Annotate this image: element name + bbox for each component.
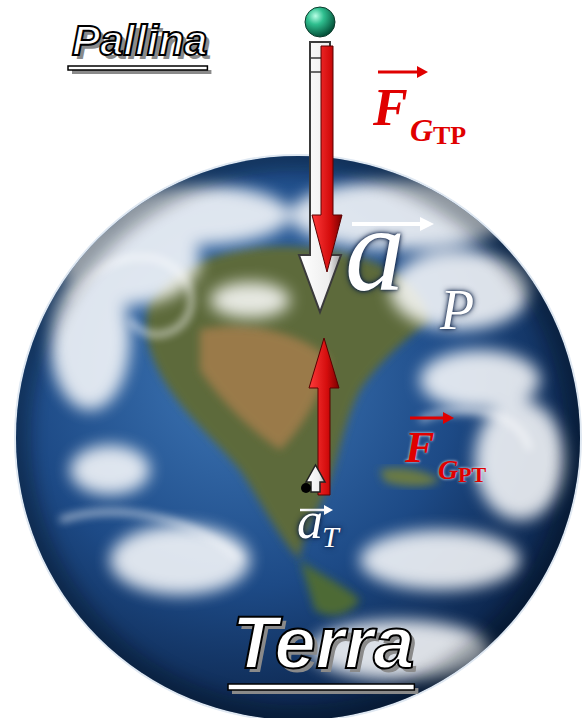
acceleration-arrow-ball (299, 42, 341, 312)
acceleration-arrow-earth (301, 465, 325, 493)
earth-center-dot (301, 483, 311, 493)
vector-symbol: a (345, 190, 405, 310)
vector-sign (410, 412, 454, 424)
vector-subscript: P (440, 282, 474, 338)
vector-subscript: PT (458, 464, 486, 486)
ball (305, 7, 335, 37)
underlines (68, 66, 418, 694)
vector-subscript: G (438, 456, 458, 484)
vector-sign (378, 66, 428, 78)
vector-symbol: F (405, 426, 434, 470)
object-name: Pallina (72, 20, 207, 62)
underline (228, 684, 414, 690)
ball-sphere (305, 7, 335, 37)
earth-ocean (16, 156, 580, 718)
force-arrow-on-ball (312, 46, 342, 272)
island (380, 468, 440, 486)
earth (14, 154, 582, 718)
white-arrow (299, 42, 341, 312)
underline (68, 66, 207, 70)
vector-symbol: a (297, 495, 323, 547)
vector-subscript: G (410, 114, 433, 146)
vector-signs (300, 66, 454, 515)
earth-halo (14, 154, 582, 718)
vector-symbol: F (373, 82, 408, 134)
cloud-swirls (60, 257, 530, 560)
vector-subscript: TP (433, 123, 466, 149)
object-name: Terra (232, 606, 414, 680)
earth-surface (16, 156, 580, 718)
earth-shade (16, 156, 580, 718)
red-arrow (312, 46, 342, 272)
vector-subscript: T (322, 522, 339, 552)
